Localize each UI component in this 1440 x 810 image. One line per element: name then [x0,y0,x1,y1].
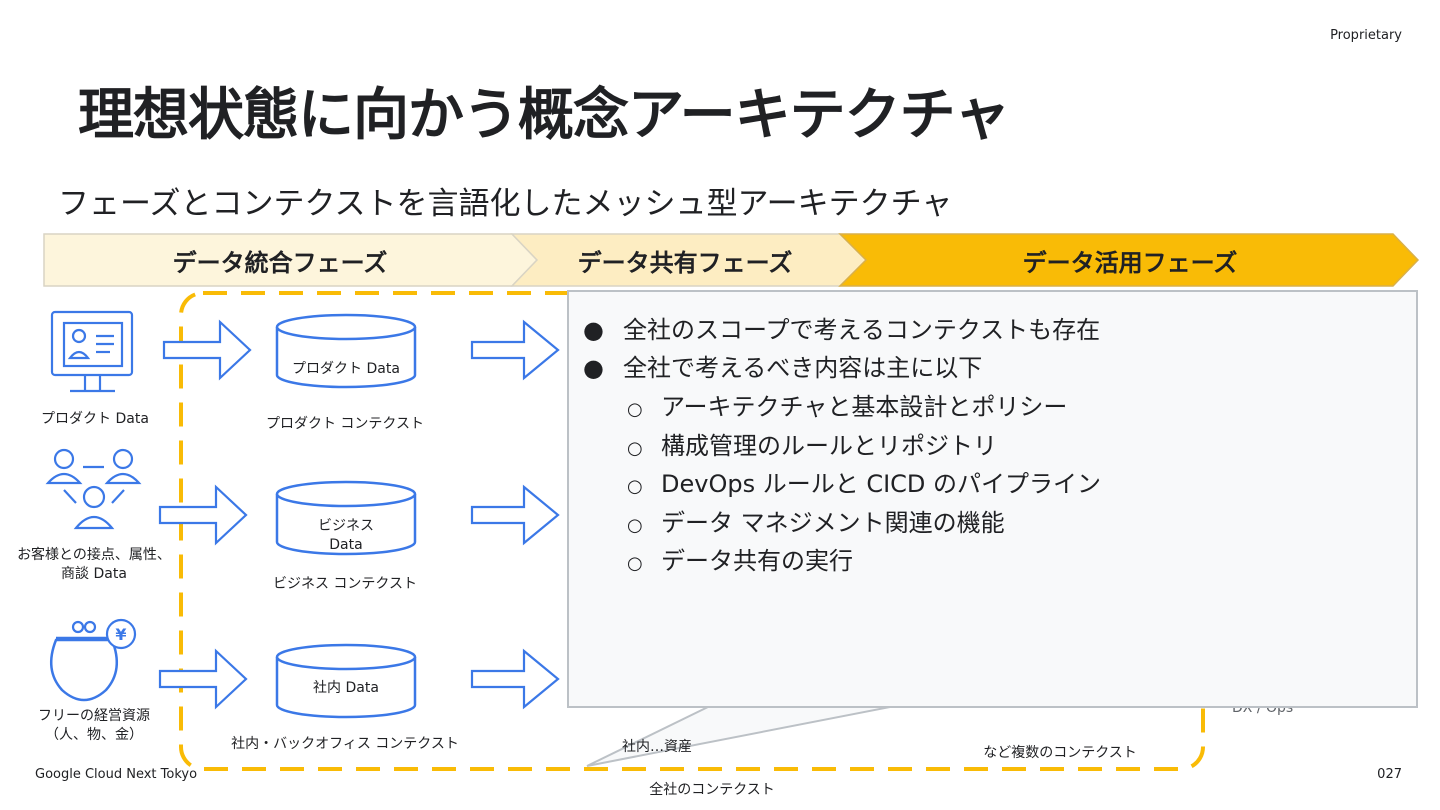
context-caption-product: プロダクト コンテクスト [265,416,425,432]
sub-bullet-glyph: ○ [627,476,643,497]
arrow-source-to-db [158,319,252,710]
sub-bullet-glyph: ○ [627,553,643,574]
phase-label-integration: データ統合フェーズ [172,249,388,277]
context-caption-business: ビジネス コンテクスト [272,576,418,592]
bullet-glyph: ● [583,316,604,344]
db-label-business: ビジネス Data [318,518,374,553]
phase-label-sharing: データ共有フェーズ [577,249,793,277]
popup-sub-bullet: ○データ共有の実行 [627,547,853,575]
source-label-customer: お客様との接点、属性、 商談 Data [17,547,171,582]
page-number: 027 [1377,767,1402,782]
shared-asset-partial-label: 社内…資産 [622,739,692,755]
source-label-resources: フリーの経営資源 （人、物、金） [38,708,150,743]
sub-bullet-glyph: ○ [627,438,643,459]
svg-text:¥: ¥ [115,625,126,644]
coin-purse-icon: ¥ [49,618,137,702]
sub-bullet-glyph: ○ [627,399,643,420]
people-network-icon [45,448,142,530]
source-label-product: プロダクト Data [41,411,149,427]
phase-label-utilization: データ活用フェーズ [1022,249,1238,277]
bullet-glyph: ● [583,354,604,382]
popup-sub-bullet: ○DevOps ルールと CICD のパイプライン [627,470,1102,498]
popup-bullet: ●全社のスコープで考えるコンテクストも存在 [583,316,1101,344]
db-label-internal: 社内 Data [313,680,379,696]
popup-sub-bullet: ○アーキテクチャと基本設計とポリシー [627,393,1068,421]
callout-popup: ●全社のスコープで考えるコンテクストも存在 ●全社で考えるべき内容は主に以下 ○… [567,290,1418,708]
proprietary-label: Proprietary [1330,28,1402,43]
company-wide-context-label: 全社のコンテクスト [649,782,775,798]
popup-sub-bullet: ○構成管理のルールとリポジトリ [627,432,997,460]
phase-chevron-utilization [838,233,1420,287]
db-label-product: プロダクト Data [292,361,400,377]
monitor-profile-icon [50,310,134,393]
footer-event-name: Google Cloud Next Tokyo [35,767,198,782]
context-caption-internal: 社内・バックオフィス コンテクスト [231,736,459,752]
many-contexts-label: など複数のコンテクスト [983,745,1137,761]
page-subtitle: フェーズとコンテクストを言語化したメッシュ型アーキテクチャ [58,186,953,222]
popup-sub-bullet: ○データ マネジメント関連の機能 [627,509,1005,537]
page-title: 理想状態に向かう概念アーキテクチャ [78,83,1010,148]
sub-bullet-glyph: ○ [627,515,643,536]
database-cylinder [275,313,417,719]
popup-bullet: ●全社で考えるべき内容は主に以下 [583,354,983,382]
arrow-db-to-sharing [470,319,560,710]
